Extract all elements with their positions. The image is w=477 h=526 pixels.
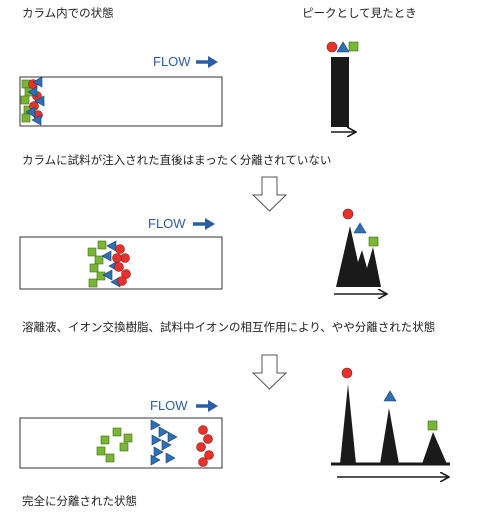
down-arrow-icon — [251, 176, 288, 212]
blue-triangle-icon — [167, 431, 178, 443]
peak-chart-1 — [326, 41, 359, 132]
green-square-icon — [112, 427, 122, 437]
green-square-icon — [119, 442, 129, 452]
sample-partially-separated — [87, 240, 131, 288]
peak-chart-3 — [331, 367, 450, 477]
sample-mixture-injected — [20, 76, 45, 126]
flow-label-2: FLOW — [148, 216, 186, 231]
green-square-icon — [96, 446, 106, 456]
red-circle-icon — [198, 425, 208, 435]
red-circle-icon — [342, 208, 354, 220]
red-peak — [340, 384, 356, 464]
flow-label-3: FLOW — [150, 398, 188, 413]
red-circle-icon — [326, 41, 338, 53]
combined-peak — [331, 57, 349, 127]
blue-triangle-icon — [151, 434, 162, 446]
down-arrow-icon — [251, 354, 288, 390]
green-square-icon — [368, 236, 379, 247]
flow-arrow-icon — [196, 56, 218, 68]
green-square-icon — [427, 420, 438, 431]
red-circle-icon — [114, 262, 124, 272]
blue-triangle-icon — [353, 222, 367, 234]
red-circle-icon — [112, 253, 122, 263]
stage-caption-3: 完全に分離された状態 — [22, 494, 137, 508]
blue-peak — [380, 408, 399, 464]
green-peak — [422, 432, 447, 464]
green-square-icon — [123, 433, 133, 443]
red-circle-icon — [196, 442, 206, 452]
blue-triangle-icon — [32, 76, 43, 88]
stage-caption-2: 溶離液、イオン交換樹脂、試料中イオンの相互作用により、やや分離された状態 — [22, 320, 436, 334]
green-square-icon — [20, 95, 30, 105]
red-circle-icon — [117, 276, 127, 286]
green-square-icon — [96, 271, 106, 281]
green-square-icon — [94, 255, 104, 265]
green-square-icon — [105, 453, 115, 463]
column-1 — [19, 76, 223, 127]
green-square-icon — [97, 240, 107, 250]
peak-view-label: ピークとして見たとき — [302, 6, 417, 20]
green-square-icon — [348, 41, 359, 52]
blue-triangle-icon — [102, 269, 113, 281]
blue-triangle-icon — [27, 86, 38, 98]
blue-triangle-icon — [158, 426, 169, 438]
blue-triangle-icon — [336, 41, 350, 53]
green-square-icon — [89, 263, 99, 273]
blue-triangle-icon — [383, 390, 397, 402]
green-square-icon — [21, 113, 31, 123]
blue-triangle-icon — [106, 240, 117, 252]
red-circle-icon — [198, 457, 208, 467]
blue-triangle-icon — [25, 106, 36, 118]
stage-caption-1: カラムに試料が注入された直後はまったく分離されていない — [22, 153, 332, 167]
flow-arrow-icon — [196, 400, 218, 412]
green-square-icon — [87, 247, 97, 257]
sample-fully-separated — [96, 419, 214, 467]
overlapping-peaks — [336, 226, 381, 287]
red-circle-icon — [203, 434, 213, 444]
flow-arrow-icon — [193, 218, 215, 230]
blue-triangle-icon — [150, 454, 161, 466]
blue-triangle-icon — [153, 446, 164, 458]
red-circle-icon — [204, 450, 214, 460]
blue-triangle-icon — [31, 114, 42, 126]
column-state-label: カラム内での状態 — [22, 6, 114, 20]
flow-label-1: FLOW — [153, 54, 191, 69]
red-circle-icon — [120, 253, 130, 263]
red-circle-icon — [341, 367, 353, 379]
green-square-icon — [88, 278, 98, 288]
blue-triangle-icon — [101, 250, 112, 262]
red-circle-icon — [115, 244, 125, 254]
blue-triangle-icon — [34, 95, 45, 107]
green-square-icon — [100, 435, 110, 445]
blue-triangle-icon — [150, 419, 161, 431]
blue-triangle-icon — [165, 452, 176, 464]
blue-triangle-icon — [161, 439, 172, 451]
peak-chart-2 — [334, 208, 386, 294]
